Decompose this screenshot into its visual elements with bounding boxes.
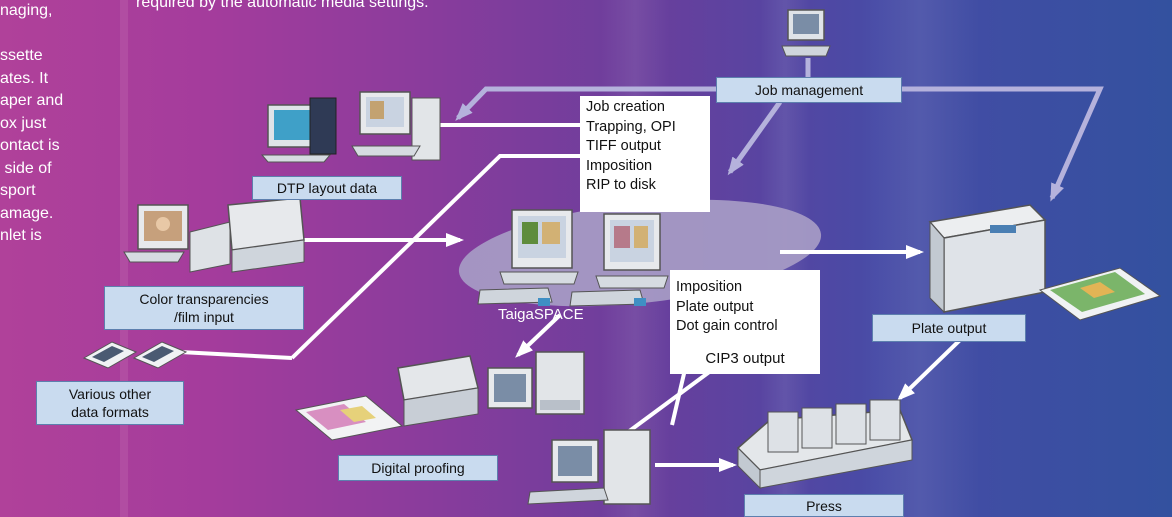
various-data-formats-label: Various other data formats	[36, 381, 184, 425]
printing-press-icon	[736, 399, 914, 490]
job-creation-box: Job creation Trapping, OPI TIFF output I…	[580, 96, 710, 212]
job-box-line: RIP to disk	[586, 177, 656, 193]
floppy-disks-icon	[82, 341, 188, 369]
color-transparencies-line2: /film input	[174, 309, 234, 325]
plate-box-line: Dot gain control	[676, 318, 778, 334]
digital-proofing-printers-icon	[294, 351, 585, 441]
press-label: Press	[744, 494, 904, 517]
side-paragraph-text: naging, ssette ates. It aper and ox just…	[0, 2, 64, 244]
taigaspace-label: TaigaSPACE	[498, 306, 584, 323]
various-line1: Various other	[68, 386, 152, 402]
job-management-computer-icon	[781, 9, 831, 57]
platesetter-icon	[928, 204, 1162, 321]
plate-box-line: Plate output	[676, 298, 754, 315]
plate-box-line: Imposition	[676, 279, 743, 295]
plate-output-label: Plate output	[872, 314, 1026, 342]
various-line2: data formats	[71, 404, 149, 420]
digital-proofing-label: Digital proofing	[338, 455, 498, 481]
job-box-line: Trapping, OPI	[586, 118, 676, 135]
cip3-output-label: CIP3 output	[670, 344, 820, 374]
dtp-layout-data-label: DTP layout data	[252, 176, 402, 200]
job-box-line: Job creation	[586, 99, 665, 115]
job-management-lines	[455, 58, 1104, 202]
job-box-line: Imposition	[586, 157, 653, 174]
job-management-label: Job management	[716, 77, 902, 103]
cip3-computer-icon	[527, 429, 651, 505]
color-transparencies-label: Color transparencies /film input	[104, 286, 304, 330]
color-transparencies-line1: Color transparencies	[139, 291, 269, 307]
job-box-line: TIFF output	[586, 138, 661, 154]
dtp-computers-icon	[260, 91, 441, 163]
film-scanner-icon	[123, 197, 305, 273]
taigaspace-workstations-icon	[477, 209, 669, 307]
top-caption-text: required by the automatic media settings…	[136, 0, 429, 11]
plate-process-box: Imposition Plate output Dot gain control	[670, 270, 820, 344]
